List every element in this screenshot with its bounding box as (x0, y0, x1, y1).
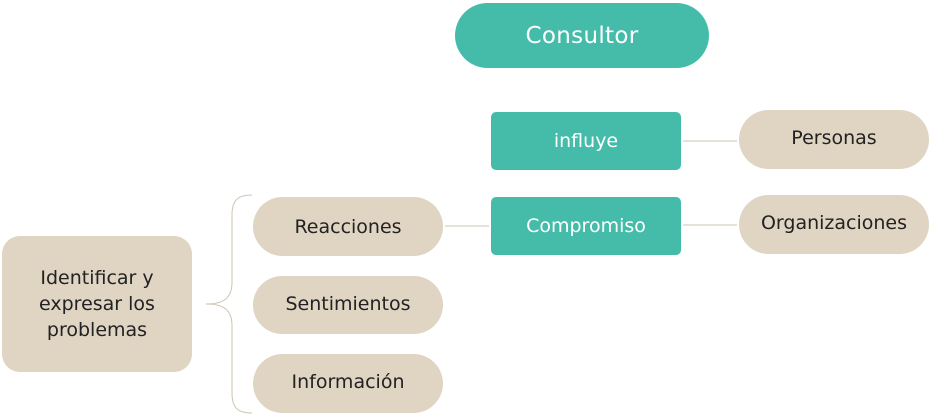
personas-label: Personas (791, 126, 877, 149)
informacion-label: Información (291, 370, 405, 393)
reacciones-node: Reacciones (253, 197, 443, 256)
compromiso-node: Compromiso (491, 197, 681, 255)
bracket-connector (205, 194, 253, 414)
identificar-problemas-node: Identificar y expresar los problemas (2, 236, 192, 372)
influye-label: influye (553, 130, 619, 152)
identificar-problemas-label: Identificar y expresar los problemas (39, 267, 155, 341)
influye-node: influye (491, 112, 681, 170)
informacion-node: Información (253, 354, 443, 413)
reacciones-label: Reacciones (294, 215, 402, 238)
consultor-label: Consultor (525, 22, 639, 49)
sentimientos-label: Sentimientos (285, 293, 411, 315)
organizaciones-node: Organizaciones (739, 195, 929, 254)
consultor-node: Consultor (455, 3, 709, 68)
compromiso-label: Compromiso (526, 215, 646, 237)
personas-node: Personas (739, 110, 929, 169)
sentimientos-node: Sentimientos (253, 276, 443, 334)
organizaciones-label: Organizaciones (760, 211, 908, 234)
